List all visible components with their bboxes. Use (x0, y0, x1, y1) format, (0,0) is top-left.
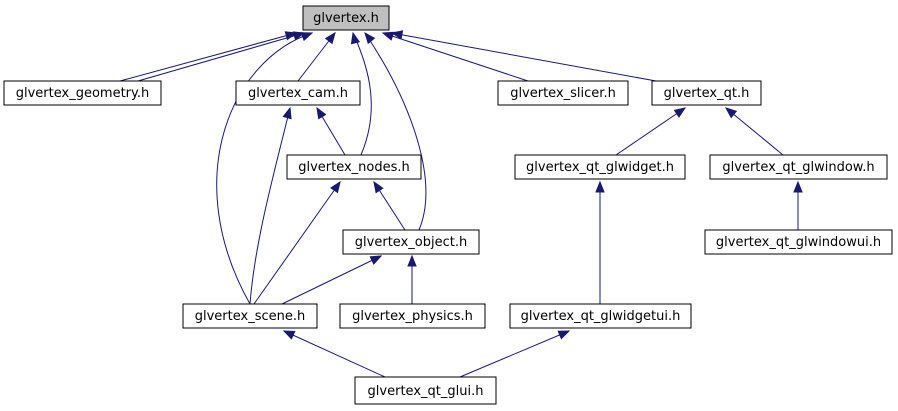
node-glvertex-slicer-h[interactable]: glvertex_slicer.h (497, 80, 629, 106)
arrowhead (316, 106, 327, 120)
node-label: glvertex_qt_glwidgetui.h (521, 309, 681, 324)
node-label: glvertex_slicer.h (510, 86, 616, 101)
edge-glvertex_nodes_h-to-glvertex_cam_h (316, 106, 346, 156)
edge-glvertex_slicer_h-to-glvertex_h (381, 31, 529, 82)
node-label: glvertex_qt_glui.h (368, 384, 484, 399)
node-label: glvertex_qt_glwidget.h (526, 160, 674, 175)
arrowhead (673, 107, 687, 118)
arrowhead (369, 255, 383, 265)
edge-glvertex_scene_h-to-glvertex_object_h (281, 255, 383, 305)
node-label: glvertex_geometry.h (16, 86, 149, 101)
arrowhead (324, 31, 336, 45)
edge-glvertex_qt_h-to-glvertex_h (390, 30, 657, 82)
edge-glvertex_cam_h-to-glvertex_h (297, 31, 336, 82)
edge-glvertex_physics_h-to-glvertex_object_h (407, 254, 417, 304)
arrowhead (350, 31, 361, 45)
arrowhead (407, 254, 417, 267)
node-glvertex-cam-h[interactable]: glvertex_cam.h (235, 80, 361, 106)
arrowhead (282, 330, 296, 340)
arrowhead (595, 180, 605, 193)
arrowhead (793, 180, 803, 193)
node-glvertex-qt-glwindowui-h[interactable]: glvertex_qt_glwindowui.h (704, 229, 893, 255)
edge-glvertex_scene_h-to-glvertex_nodes_h (253, 180, 341, 305)
edge-glvertex_object_h-to-glvertex_h (364, 31, 427, 231)
arrowhead (390, 30, 404, 40)
edge-glvertex_scene_h-to-glvertex_cam_h (249, 106, 292, 305)
arrowhead (381, 31, 395, 41)
node-glvertex-qt-glwidgetui-h[interactable]: glvertex_qt_glwidgetui.h (509, 303, 692, 329)
node-label: glvertex_scene.h (195, 309, 306, 324)
node-glvertex-qt-h[interactable]: glvertex_qt.h (651, 80, 762, 106)
node-glvertex-qt-glwindow-h[interactable]: glvertex_qt_glwindow.h (709, 154, 888, 180)
node-glvertex-qt-glui-h[interactable]: glvertex_qt_glui.h (354, 376, 497, 405)
arrowhead (364, 31, 376, 45)
node-label: glvertex_qt.h (664, 86, 750, 101)
edge-glvertex_scene_h-to-glvertex_h (216, 32, 314, 305)
node-glvertex-geometry-h[interactable]: glvertex_geometry.h (3, 80, 162, 106)
arrowhead (330, 180, 341, 194)
edge-glvertex_qt_glui_h-to-glvertex_scene_h (282, 330, 386, 378)
node-glvertex-h[interactable]: glvertex.h (302, 5, 390, 31)
node-glvertex-qt-glwidget-h[interactable]: glvertex_qt_glwidget.h (514, 154, 686, 180)
edge-glvertex_qt_glwidget_h-to-glvertex_qt_h (615, 107, 687, 156)
nodes: glvertex.h glvertex_geometry.h glvertex_… (3, 5, 893, 405)
edge-glvertex_qt_glwindowui_h-to-glvertex_qt_glwindow_h (793, 180, 803, 230)
arrowhead (300, 32, 314, 42)
node-glvertex-object-h[interactable]: glvertex_object.h (342, 229, 480, 255)
node-glvertex-physics-h[interactable]: glvertex_physics.h (339, 303, 486, 329)
arrowhead (557, 330, 571, 340)
node-label: glvertex.h (313, 11, 379, 26)
edge-glvertex_geometry_h-to-glvertex_h (119, 31, 298, 82)
edge-glvertex_qt_glui_h-to-glvertex_qt_glwidgetui_h (459, 330, 571, 378)
edge-glvertex_nodes_h-to-glvertex_h (350, 31, 372, 156)
arrowhead (373, 180, 384, 194)
edge-glvertex_qt_glwidgetui_h-to-glvertex_qt_glwidget_h (595, 180, 605, 304)
node-label: glvertex_nodes.h (298, 160, 410, 175)
node-label: glvertex_qt_glwindowui.h (716, 235, 881, 250)
edge-glvertex_object_h-to-glvertex_nodes_h (373, 180, 406, 231)
arrowhead (282, 106, 292, 120)
node-glvertex-nodes-h[interactable]: glvertex_nodes.h (286, 154, 422, 180)
node-label: glvertex_physics.h (352, 309, 473, 324)
edge-glvertex_qt_glwindow_h-to-glvertex_qt_h (724, 107, 784, 156)
node-glvertex-scene-h[interactable]: glvertex_scene.h (182, 303, 318, 329)
node-label: glvertex_qt_glwindow.h (722, 160, 874, 175)
node-label: glvertex_cam.h (248, 86, 348, 101)
edge-glvertex_geometry_h-to-glvertex_h (137, 31, 306, 82)
arrowhead (724, 107, 738, 119)
edges (119, 30, 803, 378)
node-label: glvertex_object.h (355, 235, 467, 250)
